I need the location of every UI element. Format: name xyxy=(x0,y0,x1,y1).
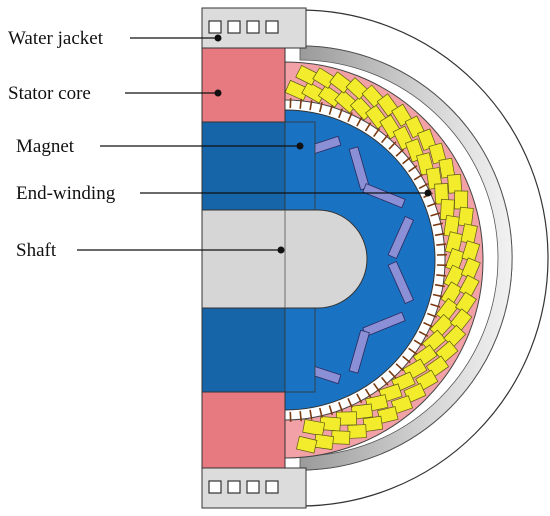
stator-slot xyxy=(328,405,334,416)
stator-slot xyxy=(347,112,353,123)
stator-slot xyxy=(373,382,381,393)
rotor-inner-bottom xyxy=(284,307,316,393)
stator-slot xyxy=(395,148,404,157)
magnet-bar xyxy=(362,183,406,209)
leader-dot-icon xyxy=(277,246,285,254)
stator-slot xyxy=(338,108,344,119)
stator-slot xyxy=(430,303,441,308)
leader-dot-icon xyxy=(214,89,222,97)
stator-slot xyxy=(364,388,372,398)
stator-slot xyxy=(413,173,424,181)
stator-slot xyxy=(388,141,397,150)
stator-slot xyxy=(423,321,433,328)
end-winding-coil xyxy=(458,206,474,227)
stator-slot xyxy=(380,134,389,144)
end-winding-coil xyxy=(313,433,335,450)
stator-slot xyxy=(418,182,429,190)
water-jacket-shade xyxy=(299,45,513,471)
rotor-block-top xyxy=(201,121,286,211)
stator-core-block-bottom xyxy=(201,391,286,469)
stator-slot xyxy=(299,411,302,422)
stator-slot xyxy=(427,202,437,208)
shaft xyxy=(201,209,368,309)
leader-dot-icon xyxy=(424,189,432,197)
end-winding-coil xyxy=(347,424,367,439)
end-winding-coil xyxy=(447,173,463,194)
stator-slot xyxy=(434,232,445,237)
stator-slot xyxy=(380,376,389,386)
stator-slot xyxy=(413,339,424,347)
label-stator-core: Stator core xyxy=(8,83,91,104)
stator-slot xyxy=(347,397,353,408)
rotor-block-bottom xyxy=(201,307,286,393)
stator-slot xyxy=(364,122,372,132)
stator-slot xyxy=(299,98,302,109)
stator-slot xyxy=(309,409,313,420)
stator-slot xyxy=(356,116,363,127)
leader-dot-icon xyxy=(296,142,304,150)
stator-slot xyxy=(388,370,397,379)
label-end-winding: End-winding xyxy=(16,183,116,204)
magnet-bar xyxy=(348,329,370,374)
end-winding-coil xyxy=(331,430,351,445)
stator-slot xyxy=(436,243,447,246)
label-water-jacket: Water jacket xyxy=(8,28,104,49)
end-winding-coil xyxy=(302,419,326,437)
stator-slot xyxy=(402,355,411,364)
magnet-bar xyxy=(387,260,414,305)
stator-slot xyxy=(328,104,334,115)
stator-slot xyxy=(427,312,437,318)
stator-slot xyxy=(338,401,344,412)
stator-slot xyxy=(319,102,323,113)
stator-core-block-top xyxy=(201,47,286,123)
stator-slot xyxy=(402,156,411,165)
end-winding-coil xyxy=(296,435,318,454)
stator-slot xyxy=(309,100,313,111)
stator-slot xyxy=(373,127,381,138)
rotor-inner-top xyxy=(284,121,316,211)
stator-slot xyxy=(319,407,323,418)
stator-slot xyxy=(434,283,445,288)
stator-slot xyxy=(408,165,418,173)
cooling-channels-bottom xyxy=(208,480,279,494)
label-magnet: Magnet xyxy=(16,136,75,157)
magnet-bar xyxy=(387,215,414,260)
stator-slot xyxy=(395,363,404,372)
stator-slot xyxy=(430,212,441,217)
stator-slot xyxy=(356,393,363,404)
stator-slot xyxy=(432,293,443,298)
label-shaft: Shaft xyxy=(16,240,57,261)
stator-slot xyxy=(418,330,429,338)
stator-slot xyxy=(432,222,443,227)
leader-lines xyxy=(77,37,428,251)
stator-slot xyxy=(408,347,418,355)
end-winding-coils xyxy=(284,64,481,454)
stator-slot xyxy=(436,274,447,277)
leader-dot-icon xyxy=(214,34,222,42)
cooling-channels-top xyxy=(208,20,279,34)
end-winding-coil xyxy=(454,190,469,210)
